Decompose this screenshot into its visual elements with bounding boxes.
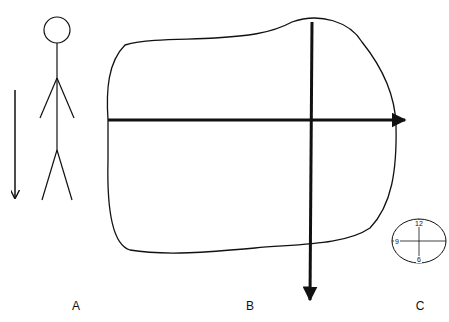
vertical-arrow [310, 22, 312, 300]
direction-arrow [14, 90, 16, 198]
clock-number: 9 [394, 238, 400, 245]
clock-ellipse: 12 9 6 [391, 218, 447, 264]
part-letter: C [416, 300, 425, 312]
horizontal-arrow [108, 119, 405, 122]
clock-number: 6 [416, 256, 422, 263]
stick-figure [40, 17, 74, 200]
clock-number: 12 [414, 220, 424, 227]
part-letter: B [246, 300, 254, 312]
part-letter: A [72, 300, 80, 312]
blob-outline [107, 18, 396, 253]
